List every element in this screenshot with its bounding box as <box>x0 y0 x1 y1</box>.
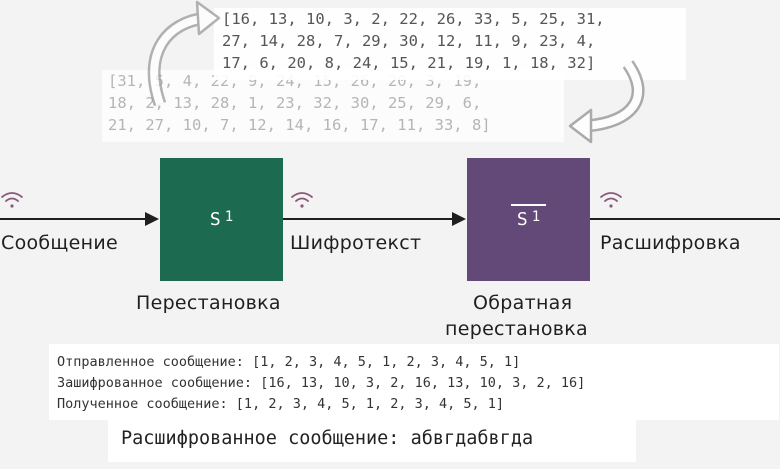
curved-arrow-left-icon <box>147 0 221 107</box>
permutation-caption: Перестановка <box>136 292 281 314</box>
forward-permutation-line: [16, 13, 10, 3, 2, 22, 26, 33, 5, 25, 31… <box>222 10 605 28</box>
decrypted-message: Расшифрованное сообщение: абвгдабвгда <box>108 420 636 462</box>
overline-mark <box>510 204 547 206</box>
message-label: Сообщение <box>1 232 118 254</box>
arrowhead-icon <box>145 212 159 226</box>
messages-panel: Отправленное сообщение: [1, 2, 3, 4, 5, … <box>49 344 779 420</box>
forward-permutation-line: 27, 14, 28, 7, 29, 30, 12, 11, 9, 23, 4, <box>222 32 596 50</box>
inverse-permutation-caption-line2: перестановка <box>445 318 588 340</box>
ciphertext-label: Шифротекст <box>290 232 422 254</box>
arrowhead-icon <box>452 212 466 226</box>
encrypted-message: Зашифрованное сообщение: [16, 13, 10, 3,… <box>57 375 586 391</box>
decryption-label: Расшифровка <box>600 232 741 254</box>
inverse-permutation-line: 21, 27, 10, 7, 12, 14, 16, 17, 11, 33, 8… <box>108 116 491 134</box>
wireless-signal-icon <box>291 192 313 208</box>
wireless-signal-icon <box>600 192 622 208</box>
forward-permutation-panel: [16, 13, 10, 3, 2, 22, 26, 33, 5, 25, 31… <box>214 8 686 80</box>
wireless-signal-icon <box>1 192 23 208</box>
received-message: Полученное сообщение: [1, 2, 3, 4, 5, 1,… <box>57 396 505 412</box>
forward-permutation-line: 17, 6, 20, 8, 24, 15, 21, 19, 1, 18, 32] <box>222 54 596 72</box>
sent-message: Отправленное сообщение: [1, 2, 3, 4, 5, … <box>57 354 521 370</box>
inverse-permutation-caption-line1: Обратная <box>473 292 573 314</box>
inverse-permutation-line: 18, 2, 13, 28, 1, 23, 32, 30, 25, 29, 6, <box>108 94 482 112</box>
curved-arrow-right-icon <box>568 60 645 144</box>
flow-line <box>0 212 780 226</box>
